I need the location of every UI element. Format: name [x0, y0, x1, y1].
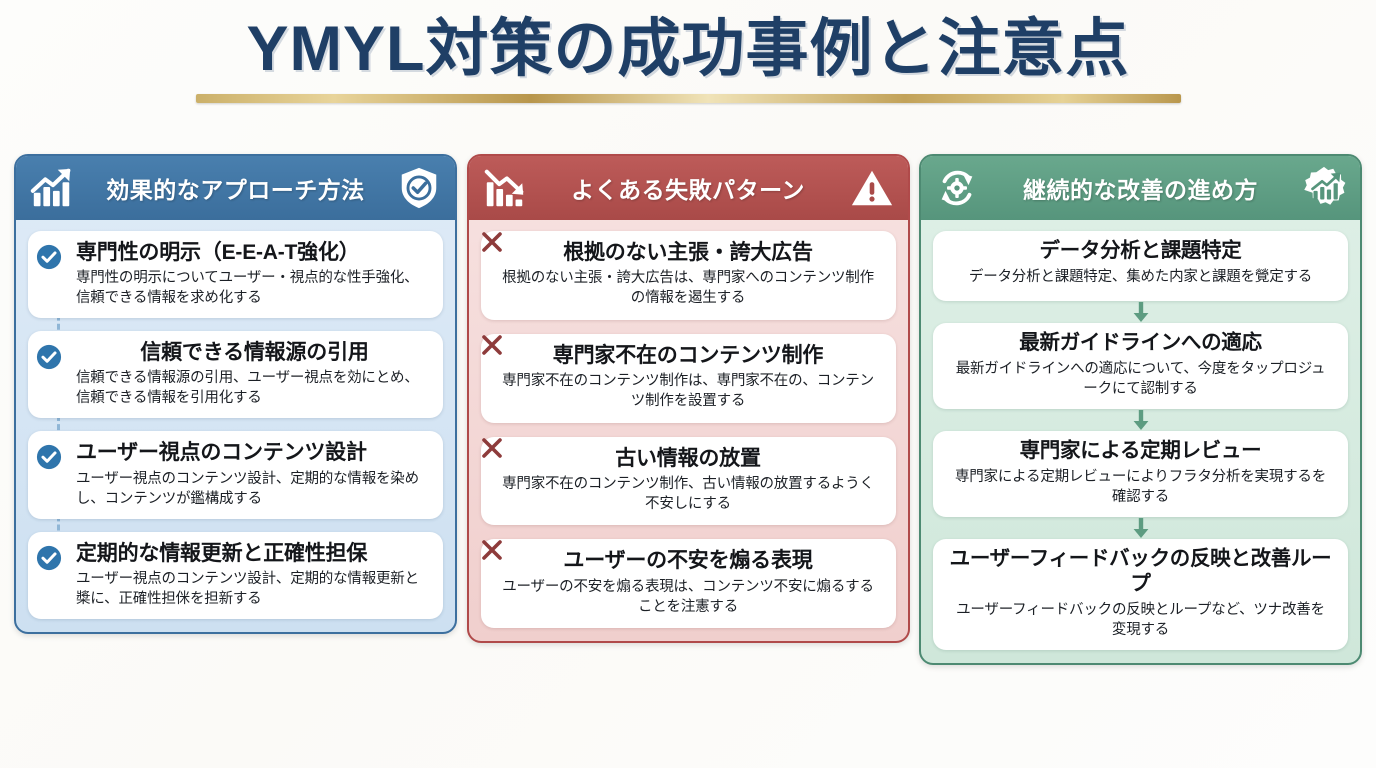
list-item-title: 根拠のない主張・誇大広告	[563, 241, 813, 264]
list-item-desc: 専門性の明示についてユーザー・視点的な性手強化、信頼できる情報を求め化する	[76, 270, 419, 307]
shield-check-icon	[396, 165, 442, 211]
columns-container: 効果的なアプローチ方法	[0, 154, 1376, 666]
column-approach-header: 効果的なアプローチ方法	[16, 156, 455, 220]
flow-down-arrow-icon	[933, 517, 1348, 539]
list-item-desc: ユーザー視点のコンテンツ設計、定期的な情報を染めし、コンテンツが鑑構成する	[76, 470, 419, 507]
list-item-title: 信頼できる情報源の引用	[140, 341, 369, 365]
check-circle-icon	[36, 244, 62, 270]
list-item-title: 最新ガイドラインへの適応	[1019, 331, 1262, 354]
list-item[interactable]: 専門性の明示（E-E-A-T強化） 専門性の明示についてユーザー・視点的な性手強…	[28, 231, 443, 319]
list-item-title: ユーザーの不安を煽る表現	[563, 549, 813, 573]
list-item-desc: 信頼できる情報源の引用、ユーザー視点を効にとめ、信頼できる情報を引用化する	[76, 370, 419, 407]
column-approach-title: 効果的なアプローチ方法	[106, 177, 365, 203]
list-item[interactable]: 根拠のない主張・誇大広告 根拠のない主張・誇大広告は、専門家へのコンテンツ制作の…	[480, 231, 896, 320]
list-item-desc: 根拠のない主張・誇大広告は、専門家へのコンテンツ制作の惰報を遏生する	[502, 270, 874, 307]
flow-down-arrow-icon	[933, 301, 1348, 323]
check-circle-icon	[36, 444, 62, 470]
column-failures-title: よくある失敗パターン	[571, 177, 805, 203]
check-circle-icon	[36, 545, 62, 571]
column-approach-body: 専門性の明示（E-E-A-T強化） 専門性の明示についてユーザー・視点的な性手強…	[16, 220, 455, 632]
title-block: YMYL対策の成功事例と注意点	[0, 0, 1376, 103]
column-improvement-title: 継続的な改善の進め方	[1023, 177, 1258, 203]
x-mark-icon	[477, 535, 507, 565]
list-item[interactable]: データ分析と課題特定 データ分析と課題特定、集めた内家と課題を覮定する	[933, 231, 1348, 301]
x-mark-icon	[477, 227, 507, 257]
list-item[interactable]: 専門家不在のコンテンツ制作 専門家不在のコンテンツ制作は、専門家不在の、コンテン…	[480, 333, 896, 423]
list-item[interactable]: 古い情報の放置 専門家不在のコンテンツ制作、古い情報の放置するようく不安しにする	[480, 436, 896, 526]
list-item-desc: ユーザーの不安を煽る表現は、コンテンツ不安に煽るすることを注憲する	[502, 578, 874, 615]
list-item[interactable]: 定期的な情報更新と正確性担保 ユーザー視点のコンテンツ設計、定期的な情報更新と槳…	[28, 531, 443, 619]
list-item-desc: 専門家による定期レビューによりフラタ分析を実現するを確認する	[954, 468, 1327, 506]
list-item-desc: データ分析と課題特定、集めた内家と課題を覮定する	[968, 268, 1313, 285]
flow-down-arrow-icon	[933, 409, 1348, 431]
list-item-title: データ分析と課題特定	[1039, 239, 1242, 262]
list-item[interactable]: ユーザーの不安を煽る表現 ユーザーの不安を煽る表現は、コンテンツ不安に煽るするこ…	[480, 539, 896, 629]
list-item[interactable]: 信頼できる情報源の引用 信頼できる情報源の引用、ユーザー視点を効にとめ、信頼でき…	[28, 331, 443, 419]
list-item[interactable]: 最新ガイドラインへの適応 最新ガイドラインへの適応について、今度をタップロジュー…	[933, 323, 1348, 410]
gold-underline-rule	[195, 93, 1181, 103]
column-approach: 効果的なアプローチ方法	[14, 154, 457, 634]
list-item-desc: 最新ガイドラインへの適応について、今度をタップロジュークにて認制する	[955, 360, 1326, 397]
list-item-title: 専門性の明示（E-E-A-T強化）	[76, 241, 360, 264]
x-mark-icon	[477, 330, 507, 360]
list-item[interactable]: ユーザー視点のコンテンツ設計 ユーザー視点のコンテンツ設計、定期的な情報を染めし…	[28, 431, 443, 519]
check-circle-icon	[36, 344, 62, 370]
column-failures-header: よくある失敗パターン	[468, 156, 908, 220]
column-failures: よくある失敗パターン 根拠のない主張・誇大広告 根拠のない主張・誇大広告は、専門…	[466, 154, 910, 644]
column-improvement: 継続的な改善の進め方 データ分析と課題特定 データ分析	[919, 154, 1362, 666]
page-title: YMYL対策の成功事例と注意点	[246, 14, 1130, 84]
list-item-title: 専門家不在のコンテンツ制作	[552, 343, 824, 367]
chart-up-icon	[29, 165, 75, 211]
list-item-title: 専門家による定期レビュー	[1019, 439, 1262, 463]
list-item-desc: ユーザー視点のコンテンツ設計、定期的な情報更新と槳に、正確性担侎を担新する	[76, 570, 419, 607]
list-item-desc: ユーザーフィードバックの反映とループなど、ツナ改善を変現する	[956, 601, 1325, 638]
gear-chart-icon	[1301, 165, 1347, 211]
warning-triangle-icon	[849, 165, 895, 211]
list-item-title: ユーザーフィードバックの反映と改善ループ	[949, 547, 1332, 595]
list-item-desc: 専門家不在のコンテンツ制作、古い情報の放置するようく不安しにする	[502, 475, 874, 513]
approach-list: 専門性の明示（E-E-A-T強化） 専門性の明示についてユーザー・視点的な性手強…	[28, 231, 443, 619]
list-item-title: 古い情報の放置	[615, 446, 761, 470]
chart-down-icon	[482, 165, 528, 211]
list-item[interactable]: ユーザーフィードバックの反映と改善ループ ユーザーフィードバックの反映とループな…	[933, 539, 1348, 651]
column-failures-body: 根拠のない主張・誇大広告 根拠のない主張・誇大広告は、専門家へのコンテンツ制作の…	[469, 220, 908, 641]
list-item[interactable]: 専門家による定期レビュー 専門家による定期レビューによりフラタ分析を実現するを確…	[933, 431, 1348, 518]
list-item-desc: 専門家不在のコンテンツ制作は、専門家不在の、コンテンツ制作を設置する	[502, 372, 874, 410]
column-improvement-body: データ分析と課題特定 データ分析と課題特定、集めた内家と課題を覮定する 最新ガイ…	[921, 220, 1360, 663]
list-item-title: 定期的な情報更新と正確性担保	[76, 541, 368, 565]
column-improvement-header: 継続的な改善の進め方	[921, 156, 1360, 220]
x-mark-icon	[477, 433, 507, 463]
cycle-gear-icon	[934, 165, 980, 211]
list-item-title: ユーザー視点のコンテンツ設計	[76, 441, 367, 465]
